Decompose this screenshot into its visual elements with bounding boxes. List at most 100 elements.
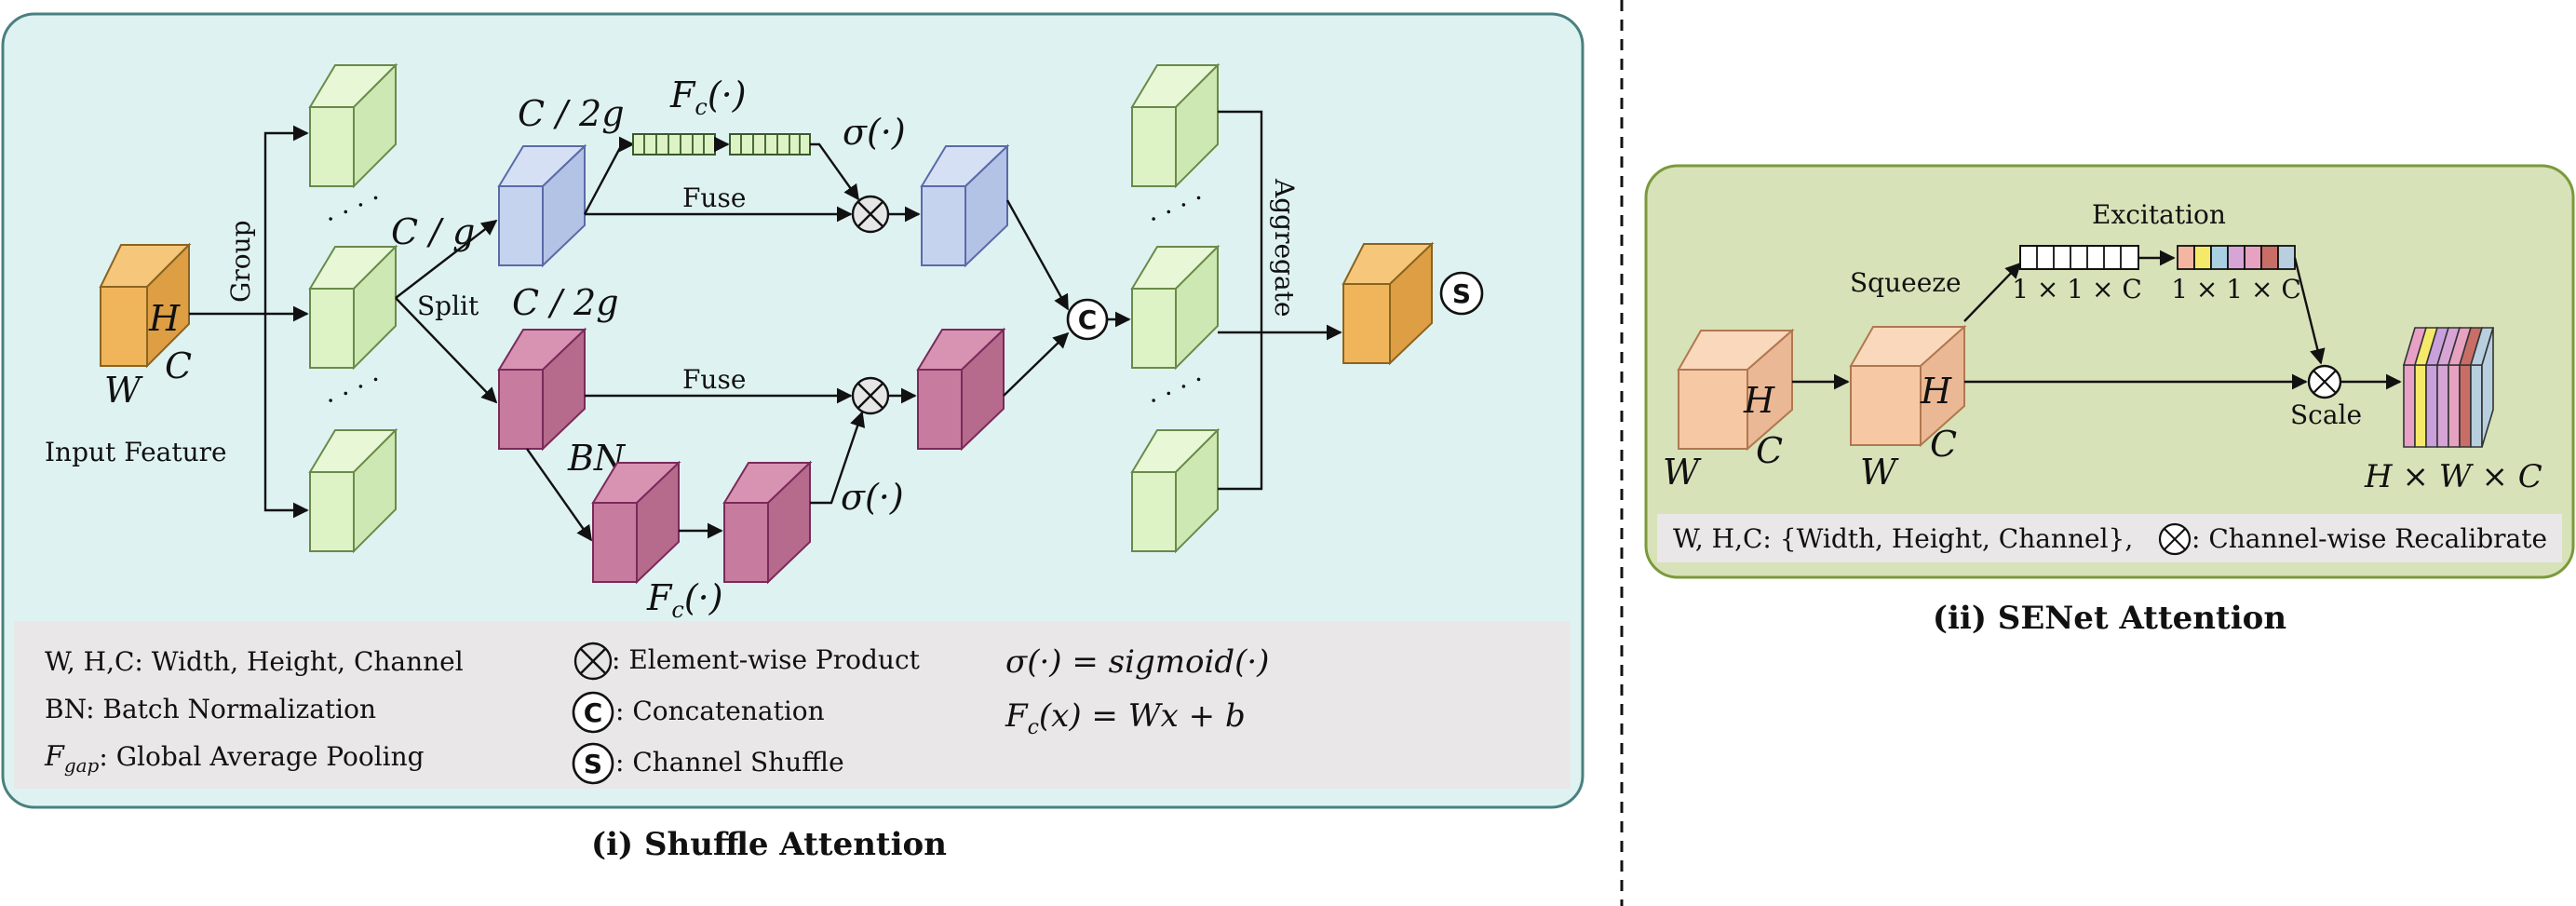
output-slab [2470, 364, 2483, 448]
spatial-to-concat-arrow [1003, 331, 1070, 397]
senet-input-cube [1677, 328, 1795, 452]
c2g-top-label: C / 2g [518, 93, 625, 134]
excitation-cell [2227, 245, 2246, 270]
fuse-top-label: Fuse [682, 183, 746, 213]
output-slab [2459, 364, 2472, 448]
legend-shuffle: : Channel Shuffle [615, 747, 844, 778]
excitation-dims: 1 × 1 × C [2171, 274, 2301, 304]
svg-text:C: C [1078, 304, 1098, 335]
group-label: Group [225, 220, 256, 303]
fc-bottom-to-product-arrow [810, 411, 866, 505]
legend-whc: W, H,C: Width, Height, Channel [45, 646, 464, 677]
legend-fc-def: Fc(x) = Wx + b [1005, 697, 1246, 739]
output-slab [2414, 364, 2427, 448]
product-top-icon [851, 195, 890, 234]
senet-legend-recalibrate: : Channel-wise Recalibrate [2192, 523, 2547, 554]
senet-legend-whc: W, H,C: {Width, Height, Channel}, [1673, 523, 2133, 554]
channel-shuffle-icon: S [1439, 271, 1484, 316]
output-slab [2436, 364, 2449, 448]
senet-caption: (ii) SENet Attention [1933, 600, 2286, 637]
output-slab [2403, 364, 2416, 448]
excitation-cell [2177, 245, 2195, 270]
cg-label: C / g [391, 211, 475, 252]
c2g-bottom-label: C / 2g [512, 282, 619, 323]
excitation-cell [2193, 245, 2212, 270]
to-fc-arrow [583, 136, 635, 215]
group-arrow-top [263, 125, 309, 314]
legend-shuffle-icon: S [572, 742, 614, 785]
scale-icon [2307, 364, 2342, 399]
spatial-branch-cube [497, 327, 587, 452]
concat-icon: C [1066, 298, 1109, 341]
legend-recalibrate-icon [2158, 522, 2192, 556]
squeeze-dims: 1 × 1 × C [2012, 274, 2142, 304]
excitation-cell [2277, 245, 2296, 270]
svg-text:S: S [584, 749, 602, 779]
excitation-vector [2177, 245, 2296, 270]
senet-mid-h: H [1920, 371, 1952, 412]
legend-product-icon [573, 642, 613, 681]
senet-input-h: H [1743, 380, 1775, 421]
excitation-cell [2244, 245, 2262, 270]
output-slab-side [2481, 327, 2494, 448]
svg-text:C: C [584, 697, 603, 728]
group-cube-top [308, 62, 398, 189]
fc-bottom-label: Fc(·) [646, 577, 723, 623]
legend-product: : Element-wise Product [612, 644, 921, 675]
aggregate-cube-top [1130, 62, 1221, 189]
shuffle-attention-panel [1, 12, 1585, 809]
channel-branch-cube [497, 143, 587, 268]
aggregate-cube-mid [1130, 244, 1221, 371]
input-w-label: W [104, 370, 143, 411]
senet-attention-panel [1644, 164, 2575, 579]
fc-top-label: Fc(·) [669, 74, 747, 120]
input-feature-label: Input Feature [45, 437, 227, 467]
shuffle-legend-box [14, 621, 1571, 789]
legend-fgap: Fgap: Global Average Pooling [44, 740, 425, 777]
sigma-top-label: σ(·) [843, 112, 906, 153]
scale-label: Scale [2290, 399, 2362, 430]
output-dims: H × W × C [2364, 458, 2542, 495]
bn-cube-1 [591, 460, 681, 585]
excitation-cell [2260, 245, 2279, 270]
spatial-output-cube [916, 327, 1006, 452]
senet-output-stack [2402, 327, 2495, 448]
output-slab [2448, 364, 2461, 448]
aggregate-cube-bottom [1130, 427, 1221, 554]
output-feature-cube [1342, 241, 1435, 366]
input-h-label: H [148, 298, 181, 339]
group-arrow-bottom [263, 314, 309, 519]
squeeze-arrow [1963, 262, 2022, 322]
output-slab [2425, 364, 2438, 448]
svg-text:S: S [1452, 278, 1471, 309]
input-feature-cube [99, 242, 192, 369]
squeeze-vector [2019, 245, 2139, 270]
input-c-label: C [165, 345, 192, 386]
channel-to-concat-arrow [1005, 199, 1070, 311]
bn-arrow [526, 448, 592, 542]
senet-mid-c: C [1930, 424, 1957, 465]
excitation-cell [2210, 245, 2229, 270]
split-arrow-bottom [395, 297, 498, 404]
sigma-bottom-label: σ(·) [841, 477, 904, 518]
channel-output-cube [920, 143, 1010, 268]
group-cube-mid [308, 244, 398, 371]
aggregate-label: Aggregate [1269, 178, 1300, 317]
bn-cube-2 [722, 460, 813, 585]
senet-input-w: W [1663, 452, 1702, 493]
aggregate-bracket [1218, 110, 1263, 491]
legend-concat-icon: C [572, 691, 614, 734]
shuffle-caption: (i) Shuffle Attention [591, 826, 947, 863]
legend-bn: BN: Batch Normalization [45, 694, 376, 724]
senet-mid-cube [1849, 324, 1967, 448]
senet-input-c: C [1756, 430, 1783, 471]
legend-concat: : Concatenation [615, 696, 825, 726]
senet-legend-box [1657, 514, 2562, 562]
fc-to-product-arrow [810, 142, 859, 201]
split-label: Split [417, 291, 479, 321]
senet-mid-w: W [1860, 452, 1899, 493]
excitation-label: Excitation [2092, 199, 2226, 230]
group-cube-bottom [308, 427, 398, 554]
fc-strip-1 [632, 133, 716, 156]
